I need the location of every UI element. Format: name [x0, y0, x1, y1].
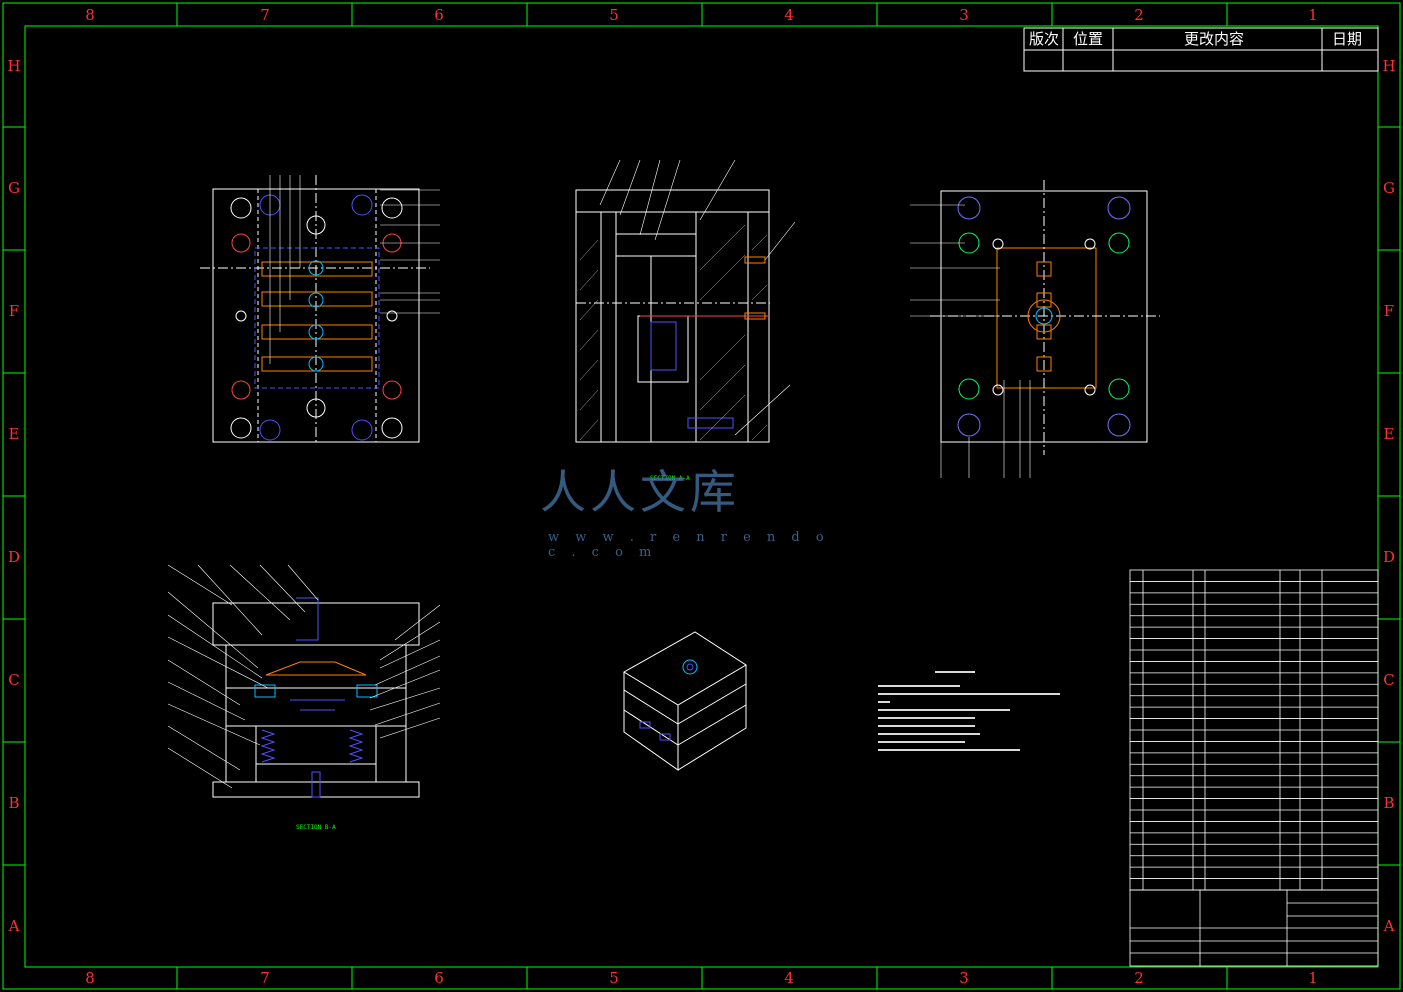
zone-row-left-h: H — [7, 57, 20, 75]
zone-row-left-f: F — [9, 302, 19, 320]
zone-col-bottom-6: 6 — [434, 969, 444, 987]
revision-header-position: 位置 — [1073, 30, 1103, 48]
zone-col-top-2: 2 — [1134, 6, 1144, 24]
zone-col-bottom-1: 1 — [1308, 969, 1318, 987]
zone-col-bottom-4: 4 — [784, 969, 794, 987]
zone-row-right-h: H — [1382, 57, 1395, 75]
zone-row-right-e: E — [1384, 425, 1395, 443]
zone-col-top-7: 7 — [260, 6, 270, 24]
zone-col-top-1: 1 — [1308, 6, 1318, 24]
parts-list — [1129, 569, 1379, 967]
zone-row-left-g: G — [8, 179, 20, 197]
section-label-a: SECTION A-A — [650, 475, 690, 482]
zone-row-right-b: B — [1383, 794, 1394, 812]
section-view-b: SECTION B-A — [167, 564, 441, 831]
revision-header-content: 更改内容 — [1184, 30, 1244, 48]
plan-view-fixed-half — [910, 180, 1160, 478]
zone-row-right-f: F — [1384, 302, 1394, 320]
zone-row-right-g: G — [1383, 179, 1395, 197]
inner-frame — [24, 25, 1379, 968]
zone-row-left-e: E — [9, 425, 20, 443]
zone-col-bottom-7: 7 — [260, 969, 270, 987]
zone-row-left-d: D — [8, 548, 20, 566]
zone-col-bottom-5: 5 — [609, 969, 619, 987]
revision-header-date: 日期 — [1332, 30, 1362, 48]
revision-table: 版次 位置 更改内容 日期 — [1023, 27, 1379, 72]
zone-row-left-c: C — [8, 671, 19, 689]
plan-view-moving-half — [200, 175, 440, 443]
zone-col-top-5: 5 — [609, 6, 619, 24]
zone-col-bottom-2: 2 — [1134, 969, 1144, 987]
zone-row-right-c: C — [1383, 671, 1394, 689]
zone-col-top-8: 8 — [85, 6, 95, 24]
section-view-a: SECTION A-A — [575, 159, 796, 482]
revision-header-version: 版次 — [1029, 30, 1059, 48]
zone-col-bottom-8: 8 — [85, 969, 95, 987]
zone-col-top-3: 3 — [959, 6, 969, 24]
mold-isometric-icon — [623, 631, 747, 771]
zone-ticks — [3, 3, 1400, 989]
zone-col-top-6: 6 — [434, 6, 444, 24]
zone-row-right-d: D — [1383, 548, 1395, 566]
zone-col-top-4: 4 — [784, 6, 794, 24]
zone-row-left-b: B — [8, 794, 19, 812]
zone-row-left-a: A — [8, 917, 20, 935]
zone-col-bottom-3: 3 — [959, 969, 969, 987]
section-label-b: SECTION B-A — [296, 824, 336, 831]
zone-row-right-a: A — [1383, 917, 1395, 935]
technical-requirements — [878, 671, 1060, 751]
